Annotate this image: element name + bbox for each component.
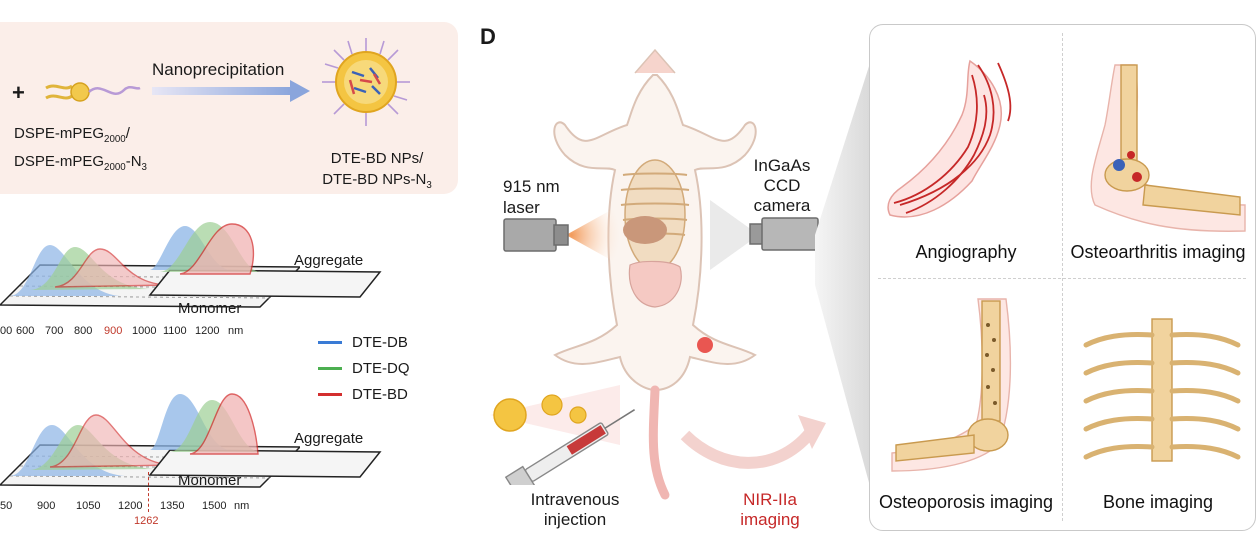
mouse-illustration: [553, 48, 757, 500]
plus-sign: +: [12, 80, 25, 105]
camera-icon: [710, 200, 819, 270]
tick: 600: [16, 325, 35, 337]
curved-arrow-icon: [680, 415, 826, 469]
syringe-icon: [504, 409, 636, 485]
legend-swatch-db: [318, 341, 342, 345]
tick: 1500: [202, 500, 227, 512]
top-tick-row: 00 600 700 800 900 1000 1100 1200 nm: [0, 325, 260, 341]
marker-line: [148, 472, 149, 512]
tick: 1050: [76, 500, 101, 512]
divider-horizontal: [878, 278, 1246, 279]
tick: 1200: [195, 325, 220, 337]
marker-label: 1262: [134, 515, 159, 527]
bone-osteoporosis-illustration: [891, 298, 1012, 472]
tick: 1200: [118, 500, 143, 512]
injection-label: Intravenous injection: [530, 490, 620, 529]
nanoparticle-icon: [569, 406, 587, 424]
tick: 00: [0, 325, 13, 337]
divider-vertical: [1062, 33, 1063, 521]
card-label-bone: Bone imaging: [1102, 492, 1214, 512]
imaging-panel: Angiography Osteoarthritis imaging Osteo…: [869, 24, 1256, 531]
aggregate-label-top: Aggregate: [294, 252, 364, 269]
tick: 1100: [163, 325, 187, 337]
legend-item: DTE-BD: [318, 382, 410, 408]
monomer-peak-bd: [54, 248, 171, 288]
tick: 700: [45, 325, 64, 337]
tick: 900: [104, 325, 123, 337]
process-arrow-icon: [152, 80, 310, 102]
nanoparticle-icon: [541, 394, 563, 416]
knee-joint-illustration: [1090, 64, 1246, 232]
spectra-top-plot: [0, 245, 300, 308]
tick: nm: [234, 500, 250, 512]
card-label-osteoarthritis: Osteoarthritis imaging: [1070, 242, 1246, 262]
card-label-osteoporosis: Osteoporosis imaging: [878, 492, 1054, 512]
card-label-angiography: Angiography: [915, 242, 1017, 262]
tick: 800: [74, 325, 93, 337]
aggregate-label-bottom: Aggregate: [294, 430, 364, 447]
aggregate-top-plot: [148, 222, 382, 298]
monomer-label-top: Monomer: [178, 300, 242, 317]
panel-letter: D: [480, 24, 496, 49]
tick: 1000: [132, 325, 157, 337]
nanoparticle-label: DTE-BD NPs/ DTE-BD NPs-N3: [322, 150, 432, 191]
legend-item: DTE-DB: [318, 330, 410, 356]
tick: 50: [0, 500, 13, 512]
nanoparticle-icon: [322, 38, 410, 126]
tick: 900: [37, 500, 56, 512]
camera-label: InGaAs CCD camera: [753, 156, 811, 215]
legend-swatch-bd: [318, 393, 342, 397]
injection-illustration: [490, 385, 636, 485]
lipid-label: DSPE-mPEG2000/ DSPE-mPEG2000-N3: [14, 125, 147, 173]
nanoparticle-icon: [493, 398, 527, 432]
lipid-molecule-icon: [45, 82, 141, 102]
nanoprecipitation-label: Nanoprecipitation: [152, 60, 285, 79]
spine-illustration: [1083, 318, 1241, 462]
monomer-label-bottom: Monomer: [178, 472, 242, 489]
legend-item: DTE-DQ: [318, 356, 410, 382]
vessel-illustration: [887, 59, 1012, 218]
tick: nm: [228, 325, 244, 337]
aggregate-bottom-plot: [148, 393, 382, 478]
legend: DTE-DB DTE-DQ DTE-BD: [318, 330, 410, 408]
field-of-view-cone: [815, 60, 871, 490]
legend-swatch-dq: [318, 367, 342, 371]
bottom-tick-row: 50 900 1050 1200 1350 1500 nm: [0, 500, 280, 516]
imaging-label: NIR-IIa imaging: [740, 490, 800, 529]
laser-label: 915 nm laser: [503, 177, 560, 217]
laser-icon: [503, 205, 620, 265]
tick: 1350: [160, 500, 185, 512]
